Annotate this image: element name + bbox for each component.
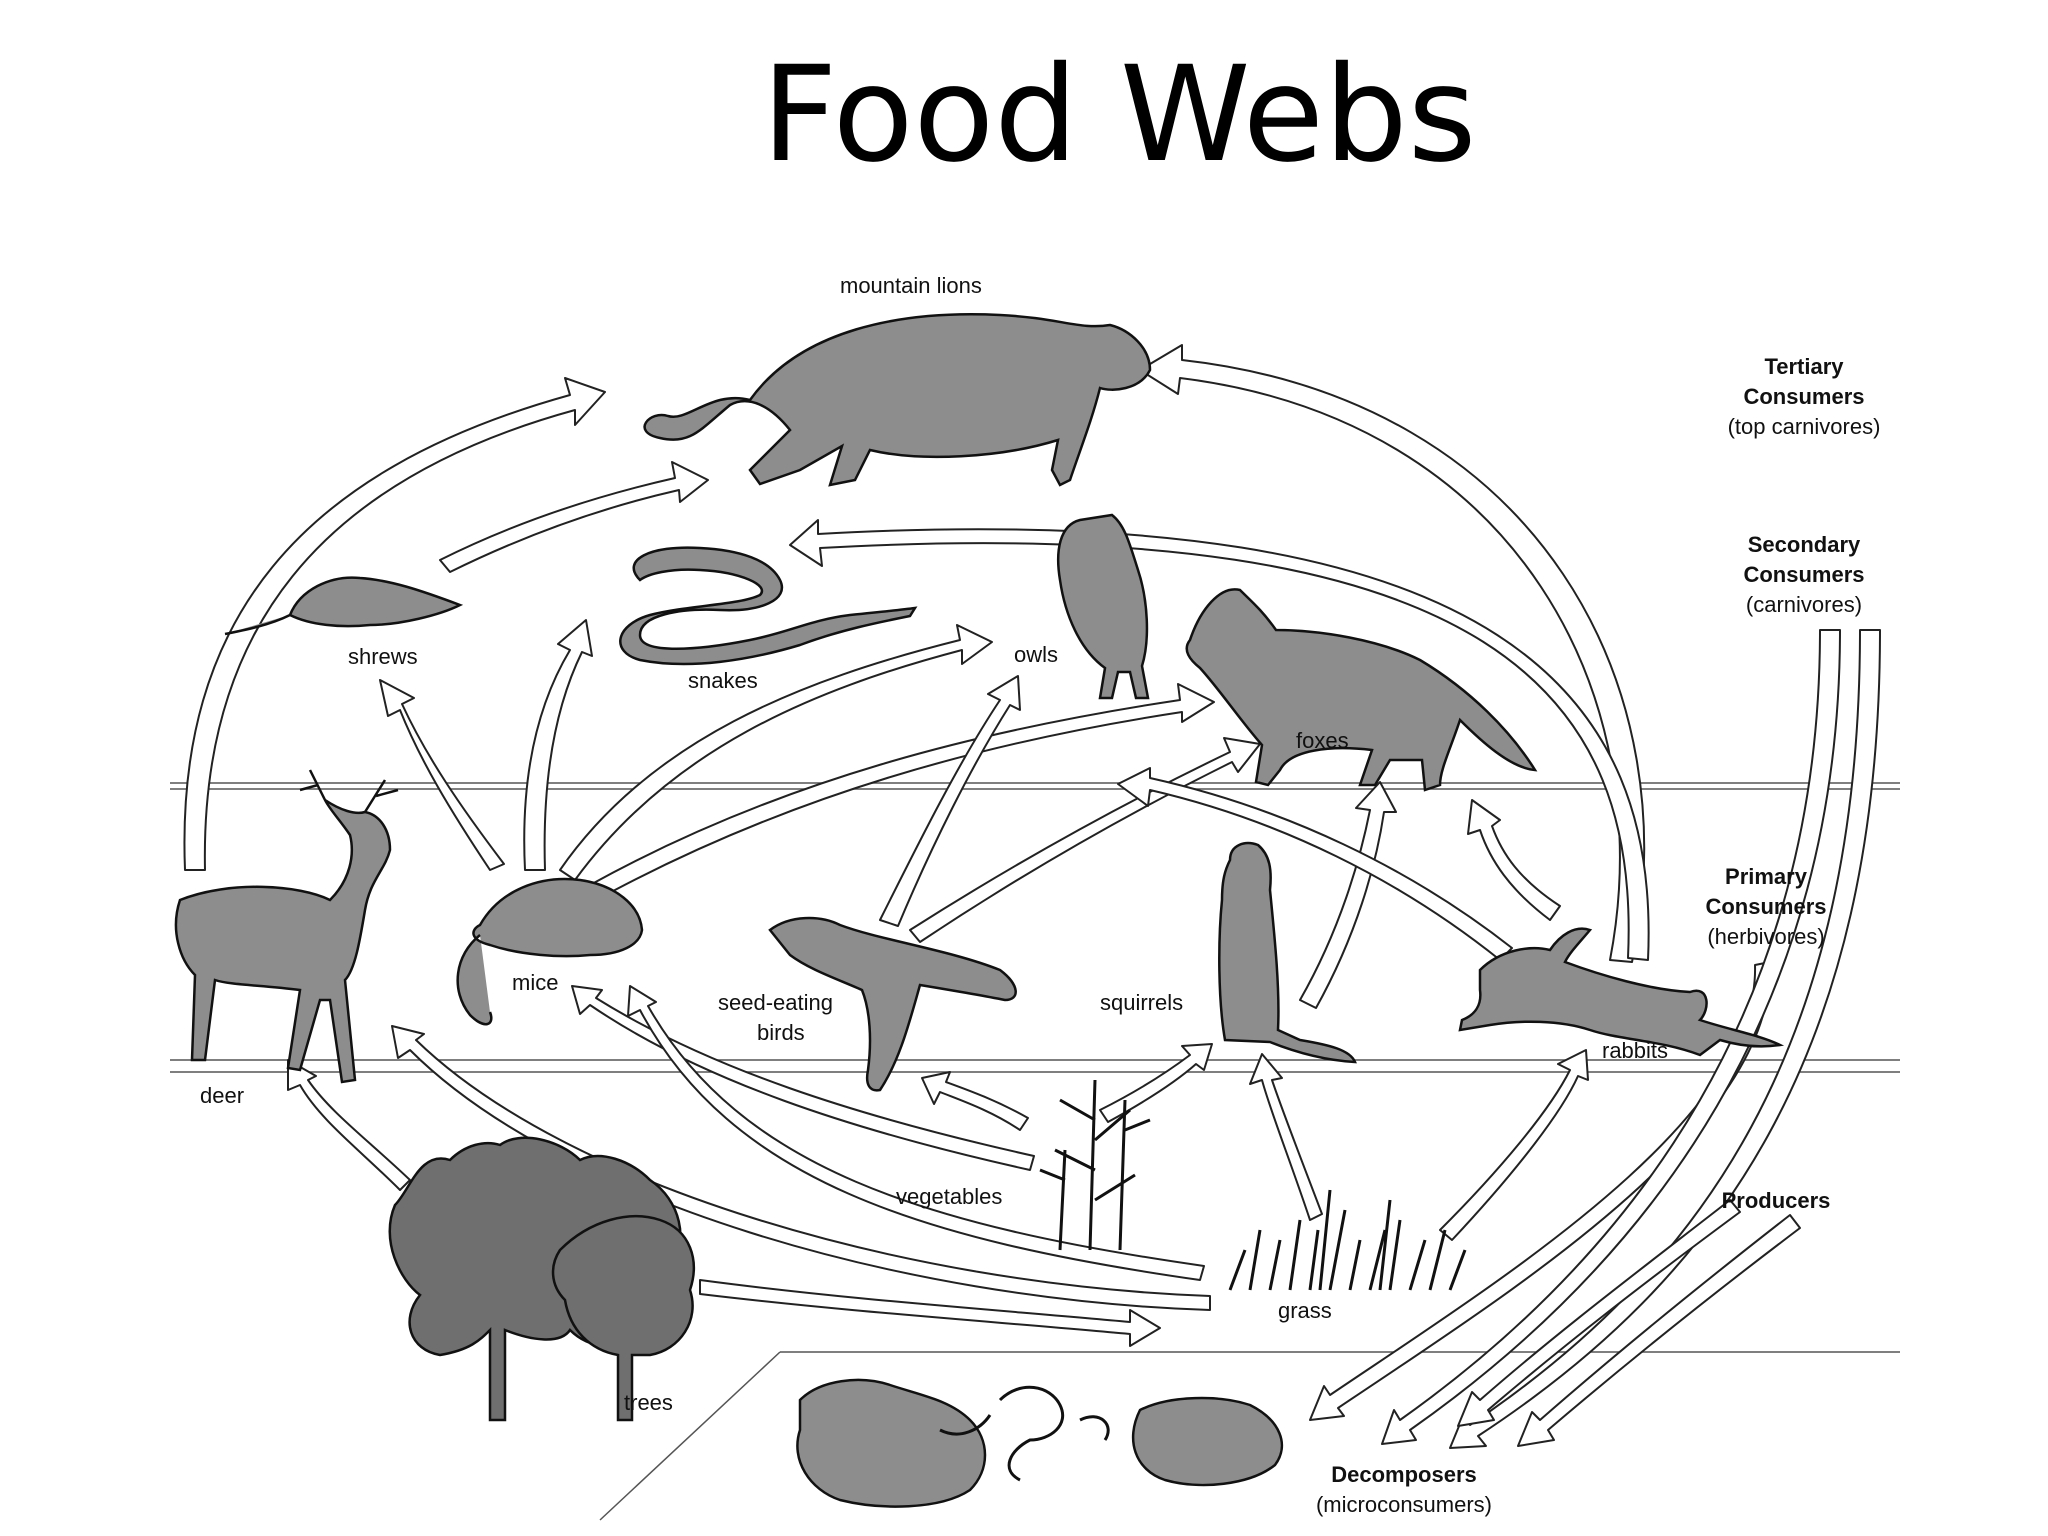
decomposers-line-1: Decomposers — [1331, 1462, 1477, 1487]
tertiary-consumers-line-3: (top carnivores) — [1728, 414, 1881, 439]
shrews-illustration — [224, 576, 464, 636]
arrow-grass-to-rabbits — [1439, 1049, 1589, 1241]
arrow-vegetables-to-mice — [571, 985, 1035, 1171]
label-mice: mice — [512, 970, 558, 995]
arrow-shrews-to-mountain-lions — [439, 461, 709, 573]
arrow-trees-to-deer — [287, 1059, 411, 1191]
owls-illustration — [1056, 513, 1150, 700]
label-vegetables: vegetables — [896, 1184, 1002, 1209]
decomposers-illustration — [796, 1378, 1284, 1508]
label-mountain-lions: mountain lions — [840, 273, 982, 298]
trees-illustration — [388, 1136, 695, 1422]
arrow-mice-to-shrews — [379, 679, 505, 871]
label-squirrels: squirrels — [1100, 990, 1183, 1015]
label-shrews: shrews — [348, 644, 418, 669]
label-owls: owls — [1014, 642, 1058, 667]
arrow-squirrels-to-foxes — [1299, 781, 1397, 1009]
label-grass: grass — [1278, 1298, 1332, 1323]
squirrels-illustration — [1218, 841, 1357, 1064]
primary-consumers-line-1: Primary — [1725, 864, 1808, 889]
arrow-deer-to-mountain-lions — [183, 377, 606, 871]
vegetables-illustration — [1039, 1079, 1151, 1251]
arrow-rabbits-to-snakes — [789, 519, 1650, 961]
arrow-producers-to-decomposers-2 — [1517, 1214, 1801, 1447]
primary-consumers-line-3: (herbivores) — [1707, 924, 1824, 949]
arrow-trees-to-decomposers — [699, 1279, 1161, 1347]
arrow-rabbits-to-mountain-lions — [1139, 344, 1645, 963]
arrow-producers-to-decomposers-1 — [1457, 1199, 1741, 1427]
label-deer: deer — [200, 1083, 244, 1108]
arrow-mice-to-owls — [559, 624, 993, 881]
rabbits-illustration — [1458, 927, 1785, 1057]
secondary-consumers-line-3: (carnivores) — [1746, 592, 1862, 617]
label-seed-eating-birds-line-1: seed-eating — [718, 990, 833, 1015]
energy-flow-arrows — [183, 344, 1881, 1449]
arrow-rabbits-to-owls — [1117, 767, 1513, 961]
label-rabbits: rabbits — [1602, 1038, 1668, 1063]
snakes-illustration — [619, 546, 918, 666]
arrow-trees-to-mice — [391, 1025, 1211, 1311]
label-snakes: snakes — [688, 668, 758, 693]
label-seed-eating-birds-line-2: birds — [757, 1020, 805, 1045]
arrow-birds-to-owls — [879, 675, 1021, 927]
producers-label: Producers — [1722, 1188, 1831, 1213]
secondary-consumers-line-2: Consumers — [1743, 562, 1864, 587]
arrow-consumers-to-decomposers-3 — [1449, 629, 1881, 1449]
grass-illustration — [1228, 1189, 1467, 1291]
label-trees: trees — [624, 1390, 673, 1415]
organism-labels: mountain lions shrews snakes owls foxes … — [200, 273, 1668, 1415]
secondary-consumers-line-1: Secondary — [1748, 532, 1861, 557]
arrow-vegetables-to-squirrels — [1099, 1043, 1213, 1123]
arrow-vegetables-to-birds — [921, 1071, 1029, 1131]
label-foxes: foxes — [1296, 728, 1349, 753]
seed-eating-birds-illustration — [768, 916, 1017, 1092]
tertiary-consumers-line-1: Tertiary — [1764, 354, 1844, 379]
arrow-grass-to-squirrels — [1249, 1053, 1323, 1221]
decomposers-line-2: (microconsumers) — [1316, 1492, 1492, 1517]
primary-consumers-line-2: Consumers — [1705, 894, 1826, 919]
arrow-grass-to-mice — [627, 985, 1205, 1281]
deer-illustration — [174, 769, 399, 1084]
mountain-lions-illustration — [643, 313, 1152, 487]
arrow-mice-to-snakes — [523, 619, 593, 871]
page-title: Food Webs — [761, 38, 1477, 192]
mice-illustration — [456, 877, 644, 1026]
tertiary-consumers-line-2: Consumers — [1743, 384, 1864, 409]
foxes-illustration — [1185, 588, 1538, 792]
arrow-rabbits-to-foxes — [1467, 799, 1561, 921]
arrow-mice-to-foxes — [589, 683, 1215, 899]
trophic-level-labels: Tertiary Consumers (top carnivores) Seco… — [1316, 354, 1880, 1517]
